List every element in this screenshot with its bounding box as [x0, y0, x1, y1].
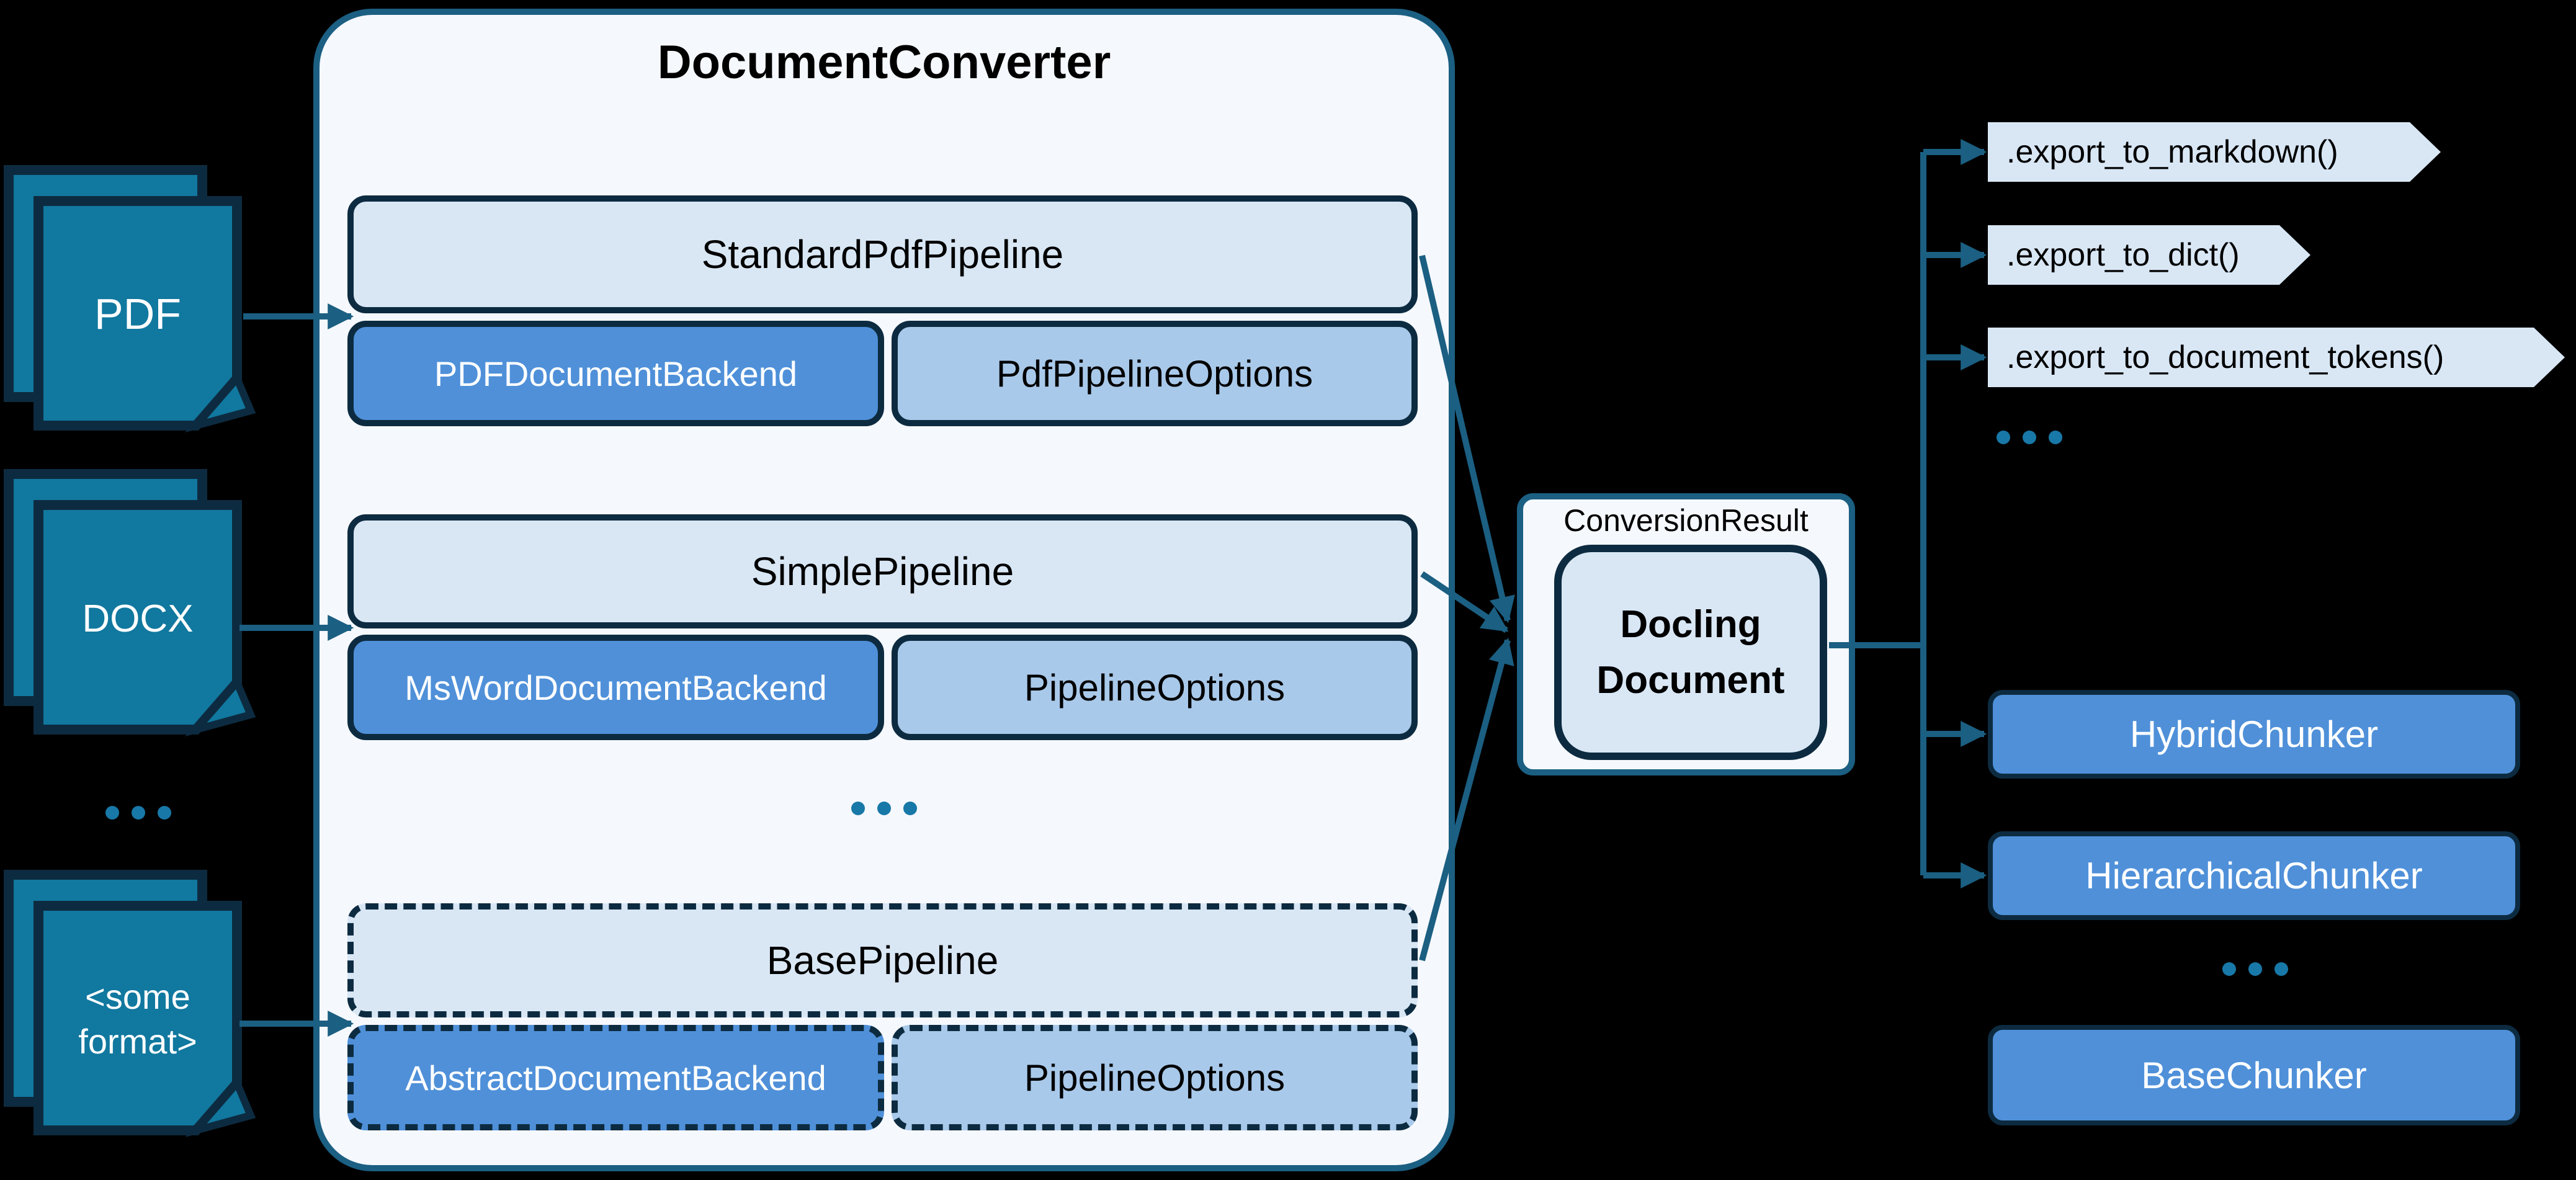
msword-document-backend-label: MsWordDocumentBackend: [405, 668, 827, 707]
docling-document-box: Docling Document: [1554, 545, 1827, 760]
abstract-document-backend-label: AbstractDocumentBackend: [405, 1058, 826, 1097]
some-format-pages-icon: <some format>: [4, 870, 256, 1137]
source-some-format: <some format>: [1, 867, 262, 1146]
pipeline-options-box: PipelineOptions: [892, 635, 1418, 740]
base-pipeline-options-box: PipelineOptions: [892, 1025, 1418, 1130]
export-to-document-tokens-tag: .export_to_document_tokens(): [1988, 328, 2565, 387]
export-to-markdown-label: .export_to_markdown(): [2006, 134, 2338, 170]
docx-pages-icon: DOCX: [4, 469, 256, 736]
base-pipeline-label: BasePipeline: [766, 938, 999, 983]
pipeline-options-label: PipelineOptions: [1024, 666, 1286, 708]
some-format-label-line1: <some: [85, 977, 190, 1016]
pdf-pipeline-options-label: PdfPipelineOptions: [996, 352, 1313, 395]
export-to-markdown-tag: .export_to_markdown(): [1988, 122, 2441, 182]
pdf-document-backend-box: PDFDocumentBackend: [347, 321, 884, 426]
base-pipeline-options-label: PipelineOptions: [1024, 1057, 1286, 1099]
pdf-document-backend-label: PDFDocumentBackend: [434, 354, 798, 393]
standard-pdf-pipeline-label: StandardPdfPipeline: [701, 232, 1064, 277]
abstract-document-backend-box: AbstractDocumentBackend: [347, 1025, 884, 1130]
conversion-result-label: ConversionResult: [1563, 503, 1809, 538]
export-to-dict-label: .export_to_dict(): [2006, 237, 2240, 273]
hybrid-chunker-label: HybridChunker: [2129, 713, 2379, 755]
base-chunker-box: BaseChunker: [1988, 1025, 2520, 1125]
some-format-label-line2: format>: [78, 1022, 197, 1061]
docx-label: DOCX: [82, 597, 193, 640]
document-converter-title: DocumentConverter: [657, 35, 1111, 89]
standard-pdf-pipeline-box: StandardPdfPipeline: [347, 195, 1418, 313]
docling-document-line2: Document: [1596, 658, 1785, 702]
hierarchical-chunker-box: HierarchicalChunker: [1988, 831, 2520, 920]
export-to-document-tokens-label: .export_to_document_tokens(): [2006, 339, 2444, 375]
base-chunker-label: BaseChunker: [2141, 1054, 2367, 1096]
simple-pipeline-box: SimplePipeline: [347, 514, 1418, 628]
source-pdf: PDF: [1, 163, 262, 442]
simple-pipeline-label: SimplePipeline: [751, 549, 1014, 594]
sources-ellipsis: [105, 806, 171, 820]
exports-ellipsis: [1997, 431, 2062, 444]
docling-document-line1: Docling: [1620, 602, 1761, 646]
export-to-dict-tag: .export_to_dict(): [1988, 225, 2310, 285]
pdf-label: PDF: [94, 290, 181, 338]
msword-document-backend-box: MsWordDocumentBackend: [347, 635, 884, 740]
source-docx: DOCX: [1, 467, 262, 746]
hybrid-chunker-box: HybridChunker: [1988, 690, 2520, 779]
pdf-pipeline-options-box: PdfPipelineOptions: [892, 321, 1418, 426]
pdf-pages-icon: PDF: [4, 165, 256, 432]
base-pipeline-box: BasePipeline: [347, 903, 1418, 1017]
chunkers-ellipsis: [2222, 962, 2288, 976]
converter-ellipsis: [851, 802, 917, 815]
hierarchical-chunker-label: HierarchicalChunker: [2085, 855, 2423, 896]
